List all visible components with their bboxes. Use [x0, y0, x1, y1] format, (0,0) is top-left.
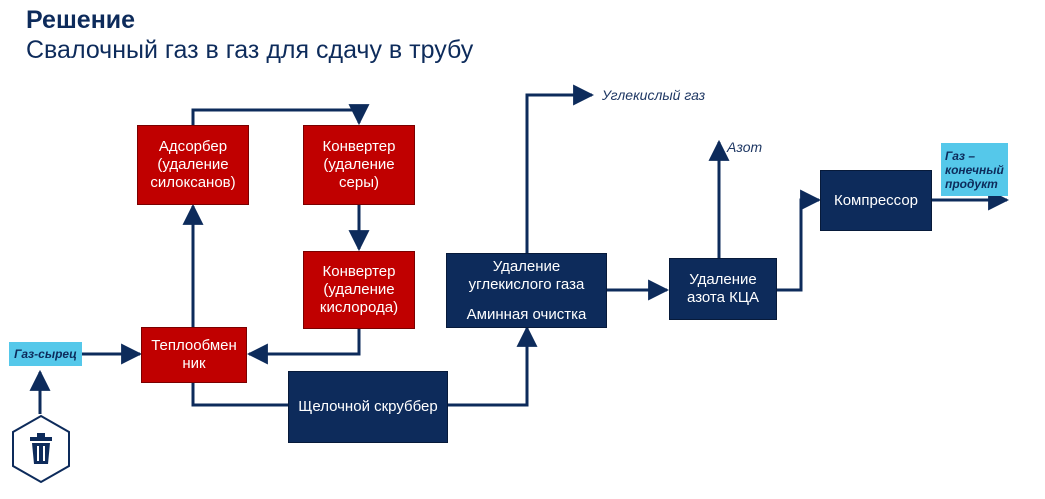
nitrogen-removal-box: Удаление азота КЦА [669, 258, 777, 320]
heat-exchanger-box: Теплообмен ник [141, 327, 247, 383]
heat-exchanger-label: Теплообмен ник [151, 337, 237, 372]
alkaline-scrubber-box: Щелочной скруббер [288, 371, 448, 443]
co2-removal-method-label: Аминная очистка [466, 305, 587, 323]
page-subtitle: Свалочный газ в газ для сдачу в трубу [26, 36, 474, 64]
connector-co2-removal-to-co2-output [525, 84, 595, 253]
final-gas-label: Газ – конечный продукт [945, 148, 1004, 191]
connector-nitrogen-removal-to-compressor [777, 189, 822, 292]
converter-sulfur-label: Конвертер (удаление серы) [322, 138, 396, 191]
converter-oxygen-box: Конвертер (удаление кислорода) [303, 251, 415, 329]
adsorber-box: Адсорбер (удаление силоксанов) [137, 125, 249, 205]
final-gas-output: Газ – конечный продукт [941, 143, 1008, 196]
alkaline-scrubber-label: Щелочной скруббер [298, 398, 438, 415]
page-title: Решение [26, 6, 136, 34]
co2-removal-box: Удаление углекислого газа Аминная очистк… [446, 253, 607, 328]
converter-sulfur-box: Конвертер (удаление серы) [303, 125, 415, 205]
converter-oxygen-label: Конвертер (удаление кислорода) [319, 263, 399, 316]
raw-gas-label: Газ-сырец [14, 347, 77, 361]
co2-removal-label: Удаление углекислого газа [468, 257, 585, 293]
connector-scrubber-to-co2-removal [448, 325, 538, 407]
connector-adsorber-to-converter-sulfur [191, 104, 370, 126]
trash-icon [12, 414, 70, 484]
raw-gas-input: Газ-сырец [9, 342, 82, 366]
nitrogen-output-label: Азот [727, 139, 763, 155]
co2-output-label: Углекислый газ [602, 87, 706, 103]
connector-converter-oxygen-to-heat-exchanger [246, 329, 361, 365]
compressor-label: Компрессор [833, 191, 919, 209]
nitrogen-removal-label: Удаление азота КЦА [687, 271, 759, 306]
adsorber-label: Адсорбер (удаление силоксанов) [150, 138, 236, 191]
connector-heat-exchanger-to-scrubber [191, 383, 288, 407]
compressor-box: Компрессор [820, 170, 932, 231]
